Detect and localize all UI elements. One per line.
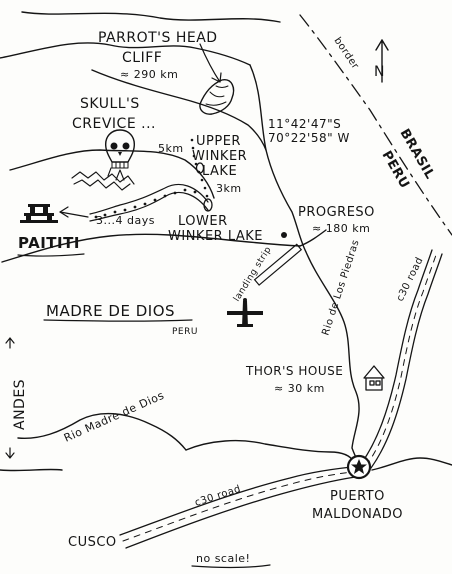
- upper-lake-label-3: LAKE: [202, 164, 237, 179]
- upper-lake-label-1: UPPER: [196, 134, 241, 149]
- rio-piedras-label: Rio de Los Piedras: [320, 238, 361, 337]
- thors-distance: ≈ 30 km: [274, 382, 325, 395]
- parrot-distance: ≈ 290 km: [120, 68, 178, 81]
- parrot-cliff-label: CLIFF: [122, 50, 162, 66]
- puerto-label: PUERTO: [330, 489, 385, 504]
- paititi-label: PAITITI: [18, 234, 80, 252]
- region-underline: [43, 319, 193, 322]
- c30-road-bottom: [119, 465, 363, 549]
- thors-house-label: THOR'S HOUSE: [245, 364, 343, 378]
- no-scale-underline: [191, 564, 271, 568]
- andes-label: ANDES: [12, 379, 28, 430]
- distance-3km: 3km: [216, 182, 242, 195]
- river-lines: [0, 11, 452, 472]
- lower-lake-label-1: LOWER: [178, 214, 228, 229]
- skulls-label: SKULL'S: [80, 96, 140, 112]
- parrot-arrow: [199, 43, 222, 83]
- parrot-head-label: PARROT'S HEAD: [98, 30, 218, 46]
- maldonado-label: MALDONADO: [312, 507, 403, 522]
- cusco-label: CUSCO: [68, 535, 117, 550]
- north-label: N: [374, 64, 385, 80]
- lower-lake-dot: [281, 232, 287, 238]
- travel-days: 3...4 days: [96, 214, 155, 227]
- paititi-underline: [17, 253, 85, 257]
- c30-road-right: [360, 249, 443, 469]
- coord-lon: 70°22'58" W: [268, 131, 350, 145]
- north-arrow-icon: [375, 39, 389, 83]
- no-scale-label: no scale!: [196, 552, 250, 565]
- peru-label: PERU: [379, 149, 412, 192]
- upper-lake-marker: [195, 162, 205, 174]
- region-label: MADRE DE DIOS: [46, 302, 175, 320]
- trail-dots: [190, 138, 209, 198]
- andes-arrows: [5, 337, 15, 459]
- ruin-structure-icon: [20, 204, 58, 223]
- landing-strip: [253, 243, 303, 286]
- progreso-distance: ≈ 180 km: [312, 222, 370, 235]
- skull-icon: [105, 129, 135, 169]
- progreso-label: PROGRESO: [298, 205, 375, 220]
- lower-lake-label-2: WINKER LAKE: [168, 229, 263, 244]
- crevice-label: CREVICE ...: [72, 116, 156, 132]
- cliff-rock-icon: [199, 79, 235, 115]
- region-sub-label: PERU: [172, 327, 198, 337]
- border-label: border: [332, 36, 361, 72]
- c30-road-bottom-label: c30 road: [194, 484, 243, 509]
- airplane-icon: [227, 298, 263, 327]
- rio-madre-label: Rio Madre de Dios: [62, 389, 166, 445]
- serpent-trail: [59, 183, 209, 222]
- border-line: [299, 14, 452, 236]
- coord-lat: 11°42'47"S: [268, 117, 341, 131]
- star-icon: [346, 454, 372, 480]
- landing-strip-label: landing strip: [232, 245, 274, 304]
- crevice-rocks: [71, 167, 135, 191]
- upper-lake-label-2: WINKER: [192, 149, 247, 164]
- distance-5km: 5km: [158, 142, 184, 155]
- house-icon: [363, 365, 385, 391]
